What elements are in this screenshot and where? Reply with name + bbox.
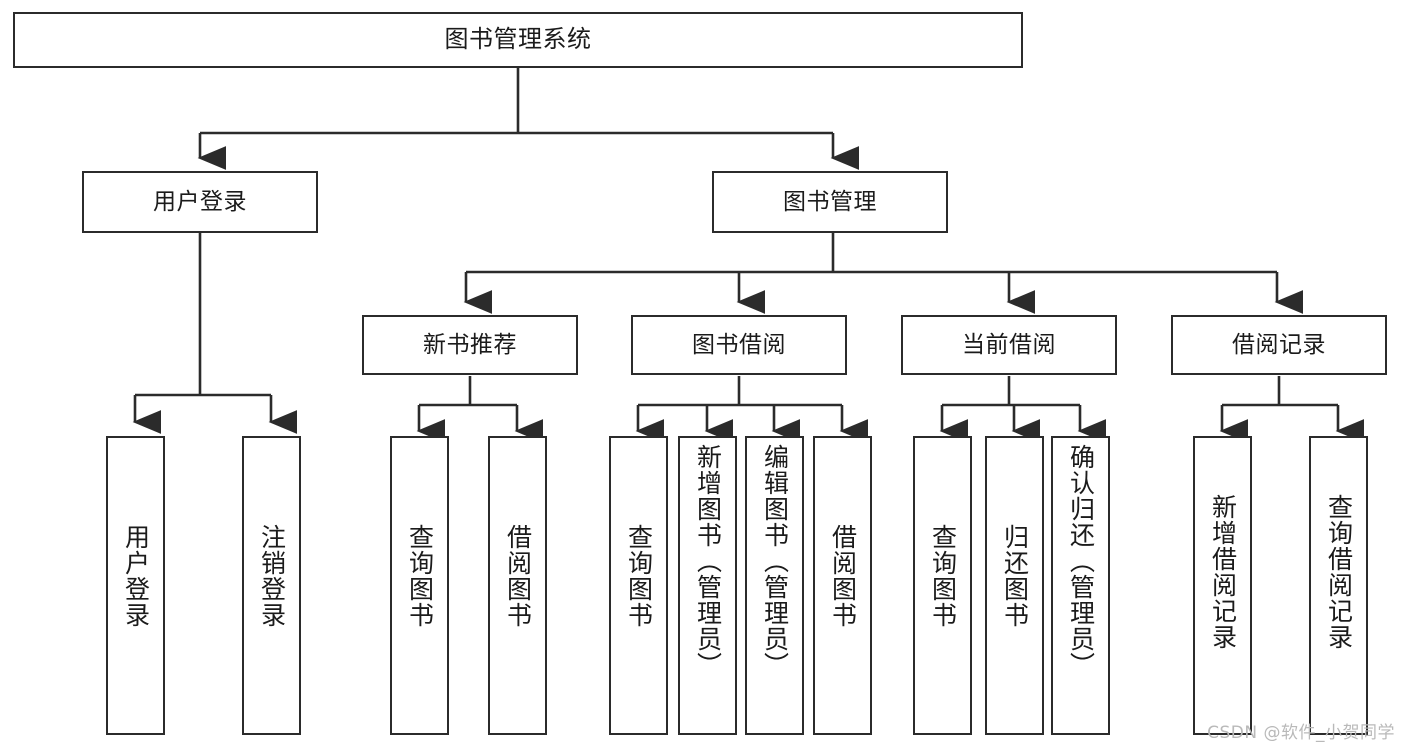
- node-label: 查询图书: [624, 524, 654, 628]
- leaf-logout-login[interactable]: 注销登录: [242, 436, 301, 735]
- leaf-edit-book-admin[interactable]: 编辑图书（管理员）: [745, 436, 804, 735]
- node-book-manage[interactable]: 图书管理: [712, 171, 948, 233]
- leaf-return-book[interactable]: 归还图书: [985, 436, 1044, 735]
- leaf-borrow-book-borrow[interactable]: 借阅图书: [813, 436, 872, 735]
- node-label: 新书推荐: [423, 331, 517, 358]
- leaf-query-book-borrow[interactable]: 查询图书: [609, 436, 668, 735]
- csdn-watermark: CSDN @软件_小贺同学: [1207, 723, 1395, 743]
- leaf-query-book-current[interactable]: 查询图书: [913, 436, 972, 735]
- node-label: 编辑图书（管理员）: [760, 444, 790, 678]
- node-user-login[interactable]: 用户登录: [82, 171, 318, 233]
- node-borrow-record[interactable]: 借阅记录: [1171, 315, 1387, 375]
- node-current-borrow[interactable]: 当前借阅: [901, 315, 1117, 375]
- node-label: 用户登录: [153, 188, 247, 215]
- node-label: 借阅图书: [828, 524, 858, 628]
- node-label: 图书管理: [783, 188, 877, 215]
- node-label: 确认归还（管理员）: [1066, 444, 1096, 678]
- node-label: 新增借阅记录: [1208, 494, 1238, 650]
- node-label: 用户登录: [121, 524, 151, 628]
- node-label: 查询借阅记录: [1324, 494, 1354, 650]
- leaf-user-login[interactable]: 用户登录: [106, 436, 165, 735]
- leaf-add-book-admin[interactable]: 新增图书（管理员）: [678, 436, 737, 735]
- node-label: 查询图书: [928, 524, 958, 628]
- node-label: 新增图书（管理员）: [693, 444, 723, 678]
- node-label: 归还图书: [1000, 524, 1030, 628]
- node-new-book-recommend[interactable]: 新书推荐: [362, 315, 578, 375]
- node-label: 图书借阅: [692, 331, 786, 358]
- leaf-borrow-book-recommend[interactable]: 借阅图书: [488, 436, 547, 735]
- leaf-query-book-recommend[interactable]: 查询图书: [390, 436, 449, 735]
- leaf-confirm-return-admin[interactable]: 确认归还（管理员）: [1051, 436, 1110, 735]
- leaf-query-borrow-record[interactable]: 查询借阅记录: [1309, 436, 1368, 735]
- node-book-borrow[interactable]: 图书借阅: [631, 315, 847, 375]
- node-label: 当前借阅: [962, 331, 1056, 358]
- node-label: 图书管理系统: [444, 25, 592, 54]
- node-root-system[interactable]: 图书管理系统: [13, 12, 1023, 68]
- node-label: 借阅记录: [1232, 331, 1326, 358]
- node-label: 注销登录: [257, 524, 287, 628]
- node-label: 借阅图书: [503, 524, 533, 628]
- leaf-add-borrow-record[interactable]: 新增借阅记录: [1193, 436, 1252, 735]
- node-label: 查询图书: [405, 524, 435, 628]
